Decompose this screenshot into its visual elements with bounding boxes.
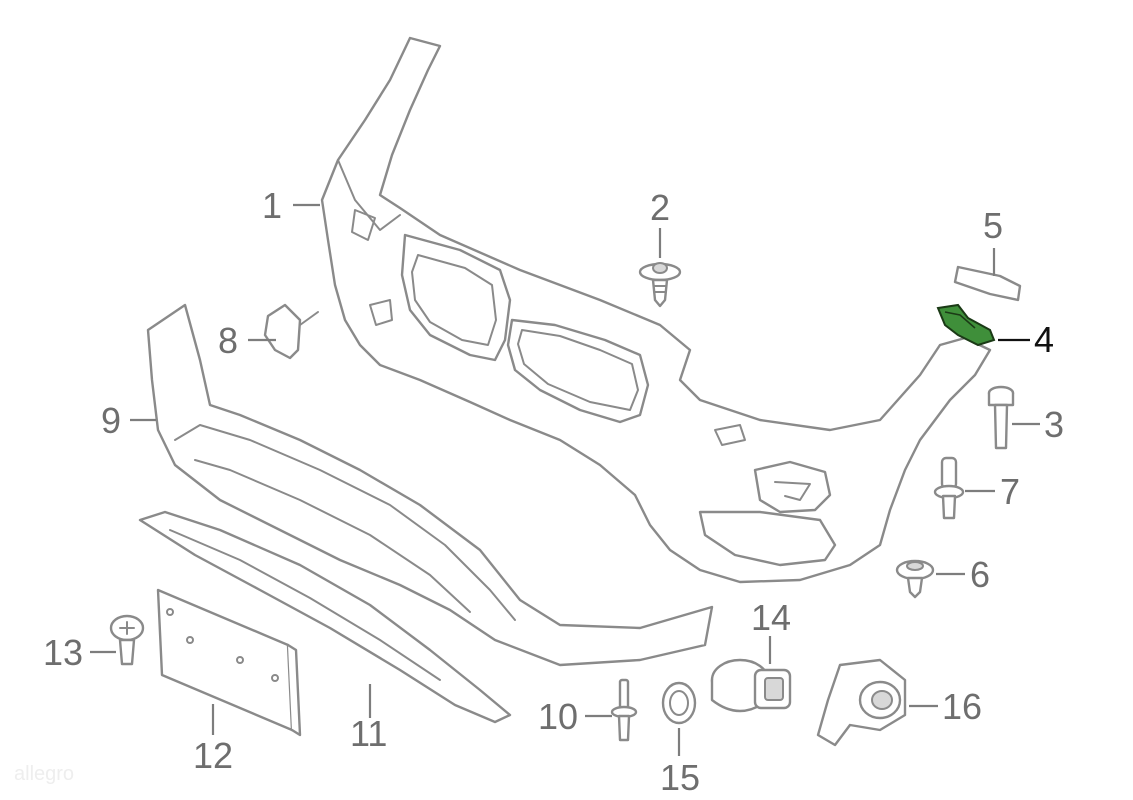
callout-8: 8	[218, 320, 238, 361]
part-3-bolt	[987, 385, 1015, 450]
part-9-lower-spoiler	[146, 303, 714, 667]
callout-12: 12	[193, 735, 233, 776]
part-1-bumper-cover	[320, 36, 992, 584]
part-15-sensor-ring	[661, 681, 697, 725]
callout-3: 3	[1044, 404, 1064, 445]
callout-9: 9	[101, 400, 121, 441]
callout-5: 5	[983, 205, 1003, 246]
callout-11: 11	[350, 713, 387, 754]
part-12-plate-holder	[156, 588, 302, 737]
leader-lines	[90, 203, 1040, 756]
part-2-rivet	[638, 262, 682, 308]
callout-2: 2	[650, 187, 670, 228]
callout-13: 13	[43, 632, 83, 673]
part-5-trim-strip	[953, 265, 1022, 302]
callout-15: 15	[660, 757, 700, 798]
part-6-screw	[895, 559, 935, 599]
part-13-screw	[109, 614, 145, 666]
part-7-push-pin	[933, 456, 965, 520]
part-14-parking-sensor	[710, 658, 792, 713]
callout-7: 7	[1000, 471, 1020, 512]
callout-16: 16	[942, 686, 982, 727]
part-16-sensor-bracket	[816, 658, 907, 747]
part-4-highlight-fill	[936, 303, 996, 347]
watermark-text: allegro	[14, 763, 74, 785]
callout-4: 4	[1034, 319, 1054, 360]
callout-10: 10	[538, 696, 578, 737]
callout-14: 14	[751, 597, 791, 638]
part-4-bracket	[936, 303, 996, 347]
part-11-lower-trim	[138, 510, 512, 724]
part-8-tow-hook-cap	[263, 303, 319, 360]
callout-labels: 1 2 3 4 5 6 7 8 9 10 11 12 13 14 15 16	[43, 185, 1064, 798]
part-10-rivet	[610, 678, 638, 742]
callout-6: 6	[970, 554, 990, 595]
callout-1: 1	[262, 185, 282, 226]
